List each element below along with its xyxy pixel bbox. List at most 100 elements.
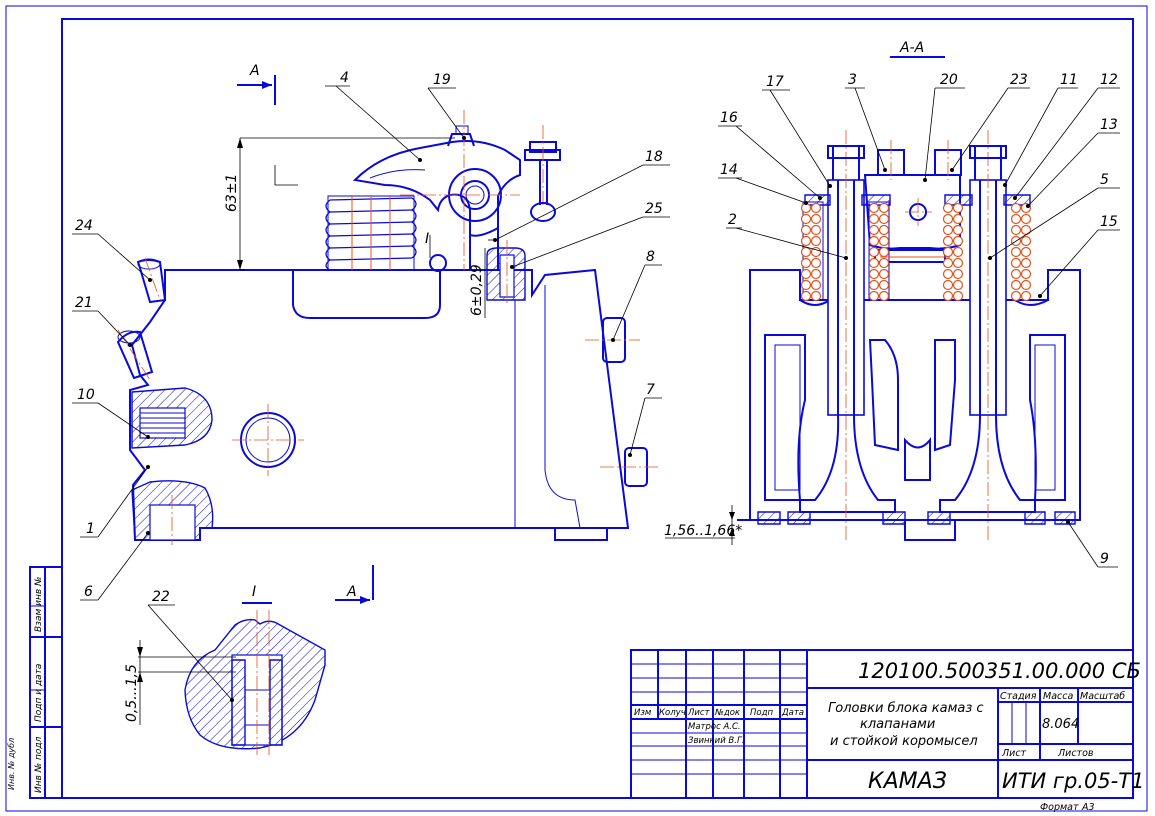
spring-coil-section [810, 224, 822, 236]
callout-7: 7 [646, 382, 655, 398]
spring-coil-section [810, 202, 822, 214]
side-stamp: Инв № подл Подп и дата Взам инв № Инв. №… [7, 566, 63, 799]
spring-coil-section [810, 257, 822, 269]
callout-25: 25 [645, 201, 663, 217]
callout-14: 14 [720, 162, 738, 178]
spring-coil-section [952, 213, 964, 225]
valve-spring-left [325, 195, 417, 271]
spring-coil-section [952, 235, 964, 247]
detail-view: I 0,5...1,5 [124, 584, 326, 755]
col-kolch: Колуч [659, 708, 686, 718]
spring-coil-section [800, 235, 812, 247]
spring-coil-section [1010, 257, 1022, 269]
format-value: А3 [1081, 802, 1095, 813]
spring-coil-section [1020, 235, 1032, 247]
side-view: А А [116, 63, 660, 604]
spring-coil-section [810, 246, 822, 258]
callout-9: 9 [1100, 551, 1109, 567]
spring-coil-section [800, 268, 812, 280]
spring-coil-section [868, 257, 880, 269]
callout-6: 6 [84, 584, 93, 600]
dimension-depth: 0,5...1,5 [124, 664, 140, 722]
callout-20: 20 [940, 72, 958, 88]
spring-coil-section [878, 213, 890, 225]
callout-17: 17 [766, 74, 784, 90]
spring-coil-section [800, 246, 812, 258]
callout-16: 16 [720, 110, 738, 126]
spring-coil-section [878, 290, 890, 302]
spring-coil-section [878, 246, 890, 258]
spring-coil-section [1020, 279, 1032, 291]
spring-coil-section [942, 279, 954, 291]
organization: ИТИ гр.05-Т1 [1002, 769, 1144, 793]
callout-21: 21 [75, 295, 93, 311]
drawing-name-line3: и стойкой коромысел [830, 734, 978, 749]
company-name: КАМАЗ [868, 769, 947, 794]
spring-coil-section [1010, 246, 1022, 258]
detail-title: I [252, 584, 256, 600]
section-title: А-А [899, 40, 924, 56]
stage-label: Стадия [1000, 691, 1037, 702]
spring-coil-section [1020, 246, 1032, 258]
sheet-frame [5, 5, 1148, 812]
spring-coil-section [868, 246, 880, 258]
spring-coil-section [868, 268, 880, 280]
spring-coil-section [942, 202, 954, 214]
spring-coil-section [952, 202, 964, 214]
spring-coil-section [952, 290, 964, 302]
spring-coil-section [1020, 290, 1032, 302]
callout-11: 11 [1060, 72, 1078, 88]
spring-coil-section [942, 246, 954, 258]
sheets-label: Листов [1057, 748, 1094, 759]
callout-3: 3 [848, 72, 857, 88]
section-view: А-А [664, 40, 1081, 545]
spring-coil-section [952, 224, 964, 236]
spring-coil-section [952, 257, 964, 269]
spring-coil-section [1010, 202, 1022, 214]
spring-coil-section [868, 202, 880, 214]
spring-coil-section [878, 268, 890, 280]
spring-coil-section [1010, 224, 1022, 236]
callout-19: 19 [433, 72, 451, 88]
detail-marker: I [425, 231, 429, 247]
spring-coil-section [878, 257, 890, 269]
rocker-arm [352, 110, 561, 270]
spring-coil-section [942, 213, 954, 225]
callouts: 4 19 18 25 8 7 24 21 10 1 6 22 17 16 14 … [72, 70, 1120, 702]
spring-coil-section [878, 235, 890, 247]
spring-coil-section [878, 202, 890, 214]
sheet-label: Лист [1001, 748, 1027, 759]
dimension-height: 63±1 [224, 174, 240, 212]
spring-coil-section [800, 279, 812, 291]
callout-2: 2 [728, 212, 737, 228]
spring-coil-section [1010, 279, 1022, 291]
spring-coil-section [878, 279, 890, 291]
callout-5: 5 [1100, 172, 1109, 188]
valve-guide-left [799, 130, 896, 540]
developer-name: Матрос А.С. [688, 722, 741, 732]
spring-coil-section [1010, 213, 1022, 225]
callout-4: 4 [340, 70, 349, 86]
col-data: Дата [781, 708, 804, 718]
spring-coil-section [942, 235, 954, 247]
spring-coil-section [800, 257, 812, 269]
spring-coil-section [800, 224, 812, 236]
callout-8: 8 [646, 249, 655, 265]
spring-coil-section [810, 279, 822, 291]
callout-10: 10 [77, 387, 95, 403]
spring-coil-section [810, 213, 822, 225]
spring-coil-section [942, 268, 954, 280]
drawing-name-line2: клапанами [860, 717, 935, 732]
spring-coil-section [810, 290, 822, 302]
spring-coil-section [1010, 268, 1022, 280]
callout-15: 15 [1100, 214, 1118, 230]
dimension-offset: 1,56..1,66* [664, 523, 742, 539]
spring-coil-section [952, 268, 964, 280]
section-arrow-label-bottom: А [346, 584, 357, 600]
col-ndok: №док [714, 708, 741, 718]
section-spring-coils [800, 202, 1032, 302]
drawing-designation: 120100.500351.00.000 СБ [858, 659, 1141, 683]
valve-guide-right [939, 130, 1036, 540]
callout-24: 24 [75, 218, 93, 234]
